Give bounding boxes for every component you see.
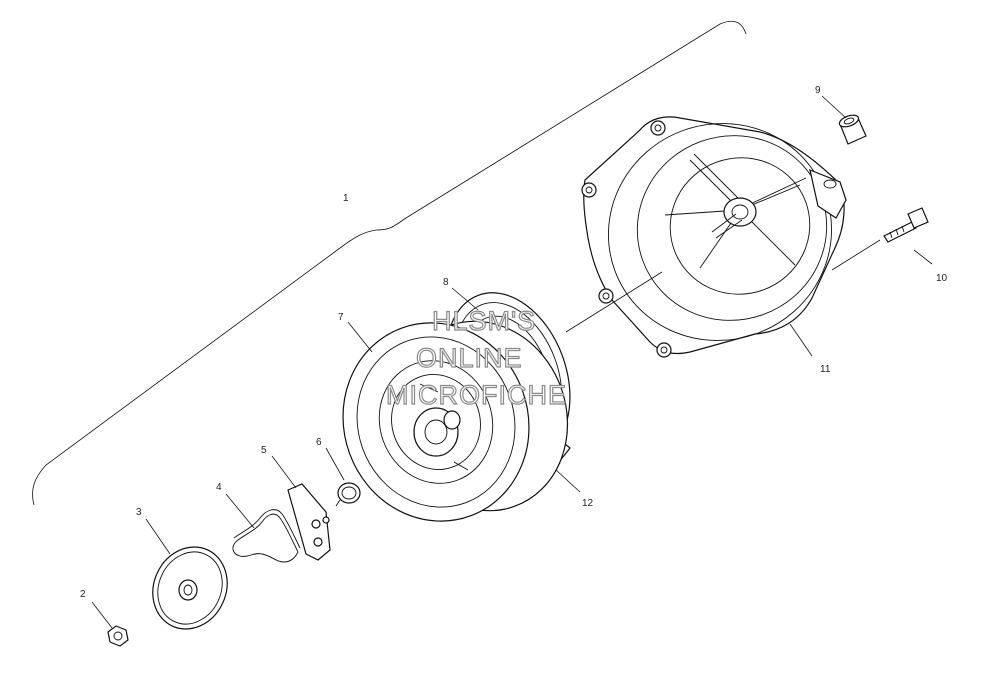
callout-5: 5 bbox=[261, 445, 267, 456]
callout-9: 9 bbox=[815, 85, 821, 96]
watermark-line-1: HLSM'S bbox=[432, 306, 536, 336]
watermark: HLSM'S ONLINE MICROFICHE bbox=[385, 305, 567, 410]
callout-12: 12 bbox=[582, 498, 594, 509]
torsion-spring bbox=[335, 482, 361, 507]
watermark-line-2: ONLINE bbox=[416, 343, 523, 373]
callout-11: 11 bbox=[820, 364, 831, 375]
callout-8: 8 bbox=[443, 277, 449, 288]
assembly-bracket bbox=[32, 20, 747, 506]
callout-4: 4 bbox=[216, 482, 222, 493]
callout-3: 3 bbox=[136, 507, 142, 518]
pawl bbox=[287, 483, 331, 561]
callout-1: 1 bbox=[343, 193, 349, 204]
callout-10: 10 bbox=[936, 273, 948, 284]
leader-lines bbox=[91, 95, 933, 629]
callout-6: 6 bbox=[316, 437, 322, 448]
bushing bbox=[838, 114, 867, 145]
hex-nut bbox=[107, 625, 129, 647]
friction-plate bbox=[152, 546, 228, 630]
pulley bbox=[342, 320, 569, 522]
watermark-line-3: MICROFICHE bbox=[386, 380, 567, 410]
bolt bbox=[883, 207, 929, 243]
callout-7: 7 bbox=[338, 312, 344, 323]
callout-2: 2 bbox=[80, 589, 86, 600]
friction-spring bbox=[232, 509, 301, 563]
housing bbox=[581, 116, 847, 358]
